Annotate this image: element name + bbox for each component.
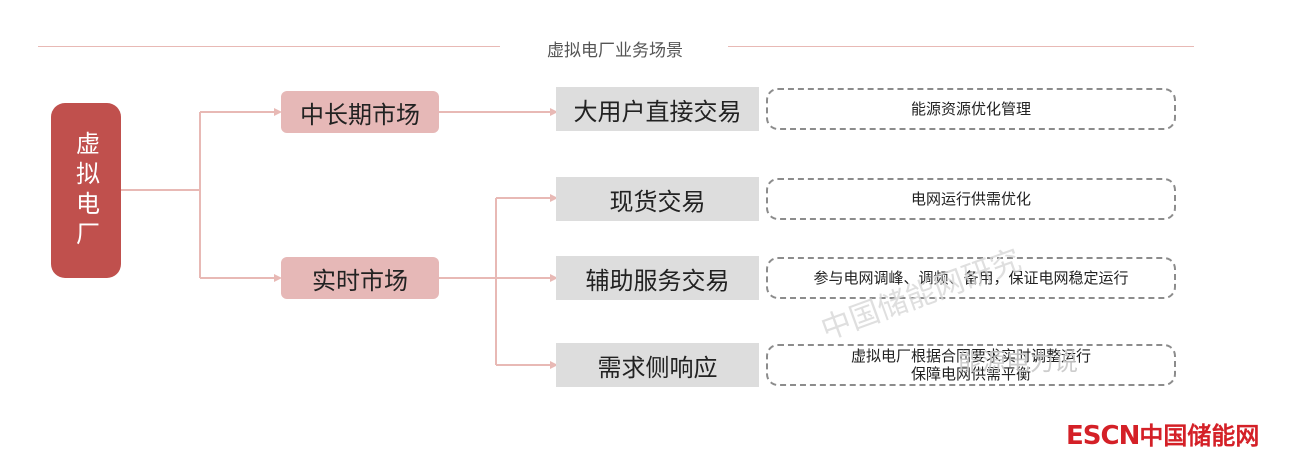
trade-node-ancillary: 辅助服务交易 [556, 256, 759, 300]
trade-node-demand-response: 需求侧响应 [556, 343, 759, 387]
trade-node-spot: 现货交易 [556, 177, 759, 221]
arrow-trade3 [550, 274, 558, 282]
title-rule-right [728, 46, 1194, 47]
arrow-market1 [274, 108, 282, 116]
title-rule-left [38, 46, 500, 47]
logo-name: 中国储能网 [1139, 422, 1260, 450]
root-label: 虚拟电厂 [71, 130, 100, 251]
wechat-watermark: 能源电力说 [958, 348, 1078, 376]
market2-branch [439, 197, 552, 366]
arrow-trade2 [550, 194, 558, 202]
escn-logo: ESCN中国储能网 [1066, 416, 1259, 451]
desc-box-ancillary: 参与电网调峰、调频、备用，保证电网稳定运行 [766, 257, 1176, 299]
diagram-title: 虚拟电厂业务场景 [547, 41, 683, 61]
root-branch [121, 111, 276, 279]
arrow-trade4 [550, 361, 558, 369]
market-node-realtime: 实时市场 [281, 257, 439, 299]
arrow-market2 [274, 274, 282, 282]
arrow-trade1 [550, 108, 558, 116]
desc-box-spot: 电网运行供需优化 [766, 178, 1176, 220]
desc-box-large-user: 能源资源优化管理 [766, 88, 1176, 130]
root-node-virtual-power-plant: 虚拟电厂 [51, 103, 121, 278]
market-node-mid-long-term: 中长期市场 [281, 91, 439, 133]
trade-node-large-user: 大用户直接交易 [556, 87, 759, 131]
desc-box-demand-response: 虚拟电厂根据合同要求实时调整运行 保障电网供需平衡 [766, 344, 1176, 386]
logo-brand: ESCN [1066, 421, 1140, 451]
